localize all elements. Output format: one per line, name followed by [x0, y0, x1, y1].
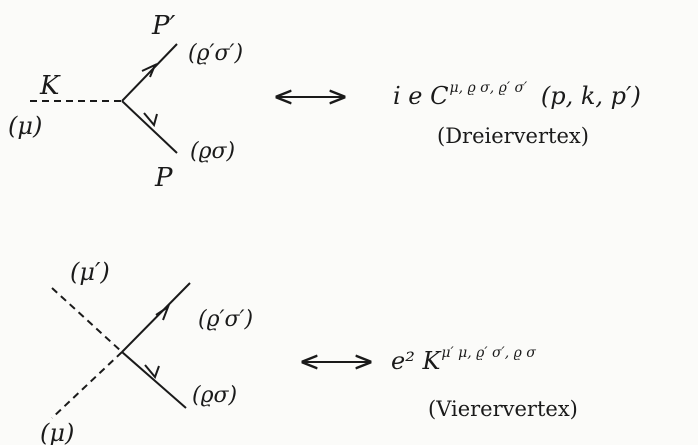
incoming-spin-index-4: (ϱσ) [192, 383, 237, 408]
photon2-index: (μ) [40, 419, 74, 445]
incoming-arrow-icon-4 [144, 364, 160, 379]
three-vertex-formula: i e Cμ, ϱ σ, ϱ′ σ′ (p, k, p′) [393, 80, 641, 110]
outgoing-spin-index-4: (ϱ′σ′) [198, 307, 253, 332]
three-vertex-formula-indices: μ, ϱ σ, ϱ′ σ′ [449, 80, 528, 96]
incoming-fermion-line [121, 100, 178, 154]
photon2-line [51, 351, 123, 419]
incoming-arrow-icon [143, 112, 158, 128]
outgoing-fermion-line [121, 43, 178, 102]
three-vertex-formula-base: i e C [393, 82, 449, 110]
incoming-fermion-line-4 [121, 351, 187, 409]
incoming-spin-index: (ϱσ) [190, 139, 235, 164]
outgoing-arrow-icon [141, 63, 157, 78]
four-vertex-formula-indices: μ′ μ, ϱ′ σ′, ϱ σ [441, 345, 536, 361]
three-vertex-diagram: K (μ) P′ (ϱ′σ′) P (ϱσ) [8, 11, 243, 193]
outgoing-arrow-icon-4 [155, 304, 171, 321]
photon1-line [51, 287, 123, 353]
photon-index: (μ) [8, 112, 42, 140]
four-vertex-formula: e² Kμ′ μ, ϱ′ σ′, ϱ σ [391, 345, 536, 375]
four-vertex-formula-base: e² K [391, 347, 441, 375]
outgoing-spin-index: (ϱ′σ′) [188, 41, 243, 66]
outgoing-momentum-label: P′ [151, 11, 175, 41]
incoming-momentum-label: P [154, 163, 173, 193]
photon1-index: (μ′) [70, 258, 110, 286]
photon-label: K [39, 71, 61, 101]
outgoing-fermion-line-4 [121, 282, 191, 353]
four-vertex-diagram: (μ′) (μ) (ϱ′σ′) (ϱσ) [40, 258, 253, 445]
three-vertex-formula-args: (p, k, p′) [540, 82, 641, 110]
four-vertex-caption: (Vierervertex) [428, 397, 578, 421]
three-vertex-caption: (Dreiervertex) [437, 124, 589, 148]
